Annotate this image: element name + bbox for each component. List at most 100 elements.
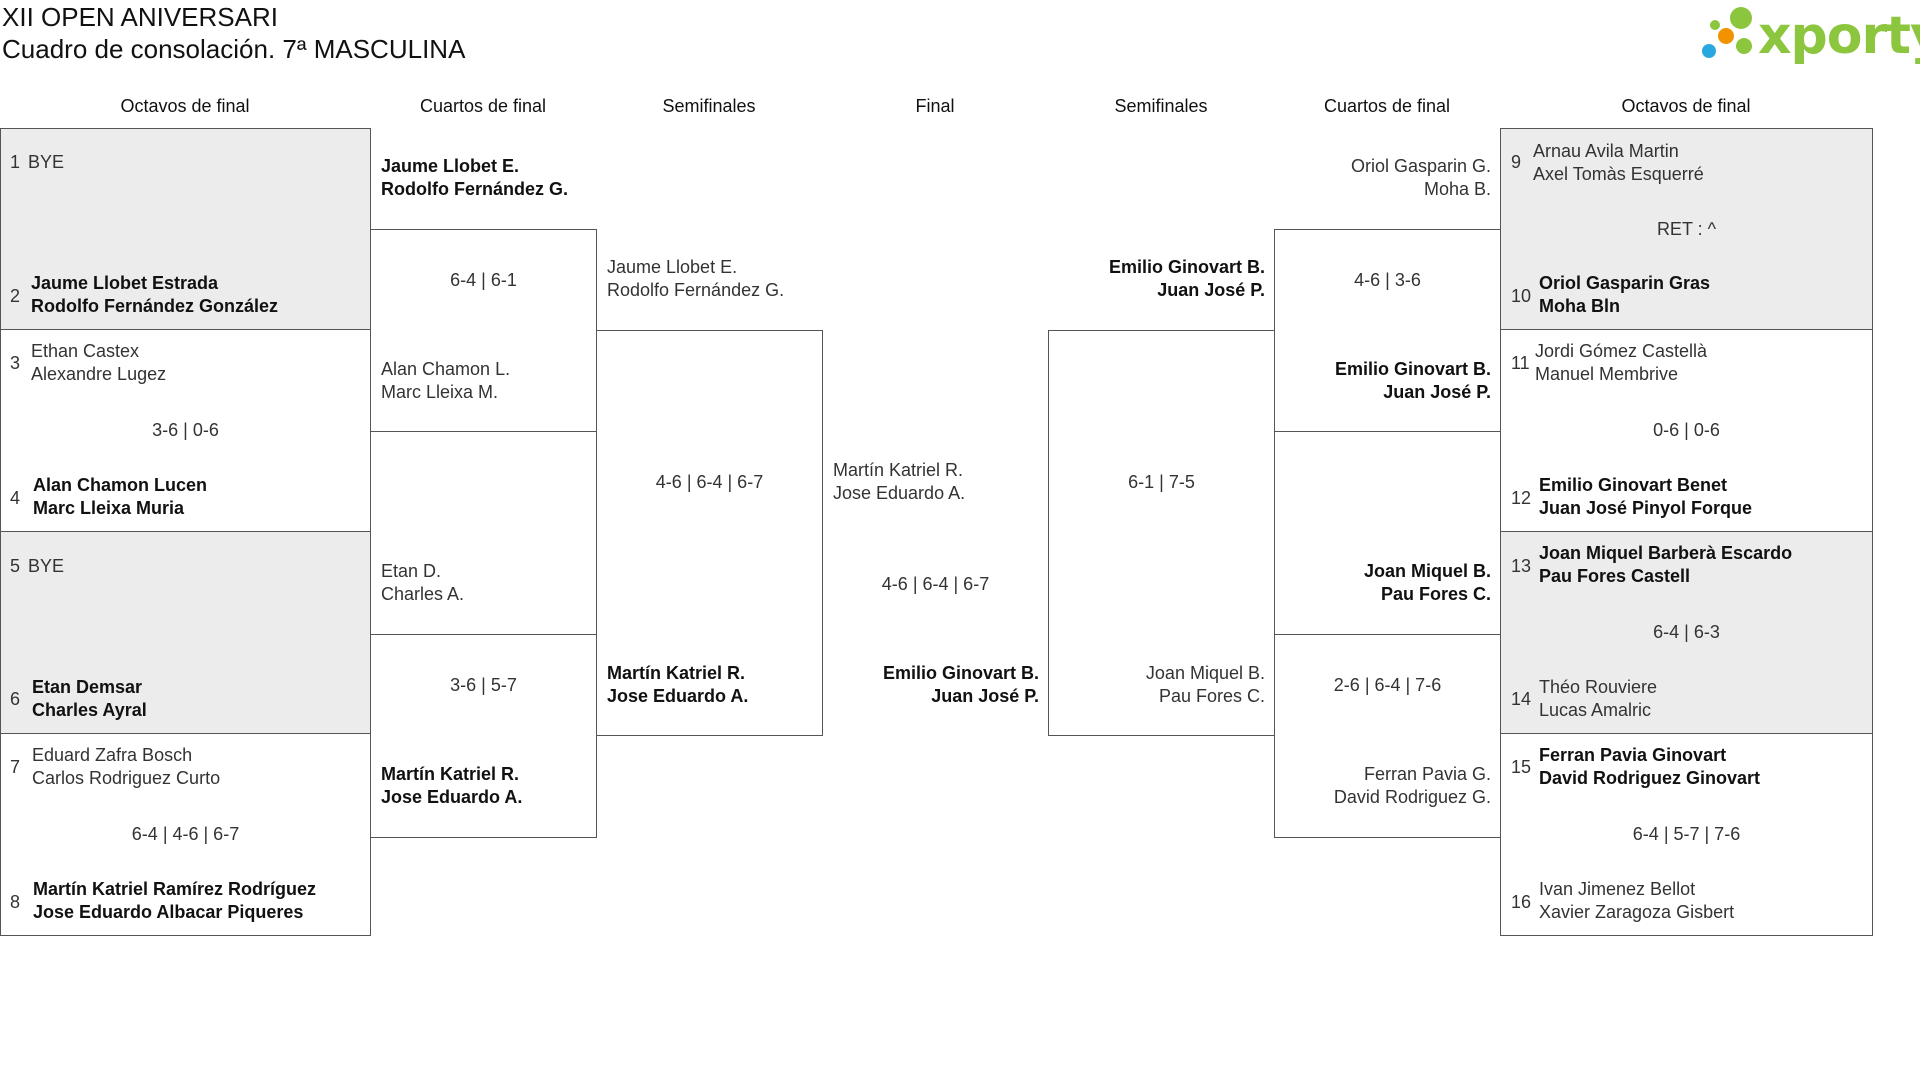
- logo-dot-green-large: [1730, 7, 1752, 29]
- player-name-winner: Moha Bln: [1539, 296, 1620, 316]
- player-name: Moha B.: [1423, 179, 1491, 199]
- col-header-right-r16: Octavos de final: [1621, 96, 1751, 116]
- player-name: BYE: [28, 556, 65, 576]
- player-name-winner: Jaume Llobet E.: [381, 156, 520, 176]
- player-name: Martín Katriel R.: [833, 460, 964, 480]
- seed-number: 8: [10, 892, 21, 912]
- player-name-winner: Emilio Ginovart B.: [1334, 359, 1491, 379]
- col-header-left-qf: Cuartos de final: [419, 96, 547, 116]
- player-name: Charles A.: [381, 584, 465, 604]
- player-name-winner: Juan José P.: [931, 686, 1039, 706]
- player-name: Rodolfo Fernández G.: [607, 280, 785, 300]
- player-name-winner: Joan Miquel B.: [1363, 561, 1491, 581]
- seed-number: 11: [1511, 353, 1530, 373]
- player-name: Xavier Zaragoza Gisbert: [1539, 902, 1735, 922]
- player-name: Manuel Membrive: [1535, 364, 1679, 384]
- seed-number: 15: [1511, 757, 1532, 777]
- match-score: 3-6 | 0-6: [152, 420, 219, 440]
- player-name-winner: Joan Miquel Barberà Escardo: [1539, 543, 1793, 563]
- player-name: David Rodriguez G.: [1333, 787, 1491, 807]
- player-name: Jordi Gómez Castellà: [1535, 341, 1708, 361]
- player-name: Ivan Jimenez Bellot: [1539, 879, 1696, 899]
- match-score: 4-6 | 3-6: [1354, 270, 1421, 290]
- player-name-winner: Martín Katriel R.: [381, 764, 520, 784]
- draw-subtitle: Cuadro de consolación. 7ª MASCULINA: [2, 34, 466, 64]
- player-name: Marc Lleixa M.: [381, 382, 499, 402]
- player-name: Carlos Rodriguez Curto: [32, 768, 221, 788]
- player-name: Alexandre Lugez: [31, 364, 167, 384]
- seed-number: 3: [10, 353, 21, 373]
- player-name-winner: Juan José P.: [1383, 382, 1491, 402]
- player-name: Alan Chamon L.: [381, 359, 511, 379]
- seed-number: 6: [10, 689, 21, 709]
- seed-number: 9: [1511, 152, 1522, 172]
- player-name: Joan Miquel B.: [1145, 663, 1265, 683]
- seed-number: 10: [1511, 286, 1532, 306]
- seed-number: 4: [10, 488, 21, 508]
- col-header-right-qf: Cuartos de final: [1323, 96, 1451, 116]
- seed-number: 1: [10, 152, 21, 172]
- player-name-winner: Ferran Pavia Ginovart: [1539, 745, 1727, 765]
- seed-number: 5: [10, 556, 21, 576]
- player-name: Etan D.: [381, 561, 442, 581]
- match-score: 4-6 | 6-4 | 6-7: [655, 472, 764, 492]
- xporty-logo: xporty: [1696, 4, 1920, 70]
- match-score: 6-1 | 7-5: [1128, 472, 1195, 492]
- player-name: Eduard Zafra Bosch: [32, 745, 193, 765]
- player-name: Axel Tomàs Esquerré: [1533, 164, 1704, 184]
- player-name: Oriol Gasparin G.: [1350, 156, 1491, 176]
- match-box-right-sf: [1048, 330, 1275, 736]
- seed-number: 7: [10, 757, 21, 777]
- player-name-winner: Juan José P.: [1157, 280, 1265, 300]
- match-box-left-r16-1: [0, 128, 371, 330]
- player-name-winner: Emilio Ginovart B.: [882, 663, 1039, 683]
- player-name-winner: Rodolfo Fernández González: [31, 296, 279, 316]
- logo-dot-blue: [1702, 44, 1716, 58]
- seed-number: 14: [1511, 689, 1532, 709]
- player-name-winner: Emilio Ginovart B.: [1108, 257, 1265, 277]
- player-name-winner: Oriol Gasparin Gras: [1539, 273, 1711, 293]
- player-name-winner: Pau Fores C.: [1380, 584, 1491, 604]
- match-box-right-r16-1: [1500, 128, 1873, 330]
- logo-dot-orange: [1718, 28, 1734, 44]
- player-name-winner: Jose Eduardo A.: [607, 686, 749, 706]
- seed-number: 16: [1511, 892, 1532, 912]
- match-score: 6-4 | 6-3: [1653, 622, 1720, 642]
- player-name: Pau Fores C.: [1158, 686, 1265, 706]
- player-name: Théo Rouviere: [1539, 677, 1658, 697]
- match-box-left-sf: [596, 330, 823, 736]
- logo-dot-green-small: [1710, 20, 1720, 30]
- match-box-right-r16-4: [1500, 733, 1873, 936]
- final-score: 4-6 | 6-4 | 6-7: [881, 574, 990, 594]
- match-box-left-qf-2: [370, 634, 597, 838]
- seed-number: 2: [10, 286, 21, 306]
- player-name-winner: Martín Katriel Ramírez Rodríguez: [33, 879, 317, 899]
- player-name: Jose Eduardo A.: [833, 483, 966, 503]
- player-name-winner: David Rodriguez Ginovart: [1539, 768, 1761, 788]
- match-score: 6-4 | 6-1: [450, 270, 517, 290]
- match-score: RET : ^: [1656, 219, 1717, 239]
- col-header-left-sf: Semifinales: [662, 96, 756, 116]
- seed-number: 12: [1511, 488, 1532, 508]
- seed-number: 13: [1511, 556, 1532, 576]
- player-name-winner: Jaume Llobet Estrada: [31, 273, 219, 293]
- player-name-winner: Charles Ayral: [32, 700, 147, 720]
- match-score: 3-6 | 5-7: [450, 675, 517, 695]
- tournament-title: XII OPEN ANIVERSARI: [2, 2, 278, 32]
- player-name-winner: Pau Fores Castell: [1539, 566, 1691, 586]
- player-name-winner: Emilio Ginovart Benet: [1539, 475, 1728, 495]
- player-name-winner: Martín Katriel R.: [607, 663, 746, 683]
- logo-dot-green: [1736, 38, 1752, 54]
- match-score: 0-6 | 0-6: [1653, 420, 1720, 440]
- player-name: Lucas Amalric: [1539, 700, 1652, 720]
- match-score: 6-4 | 4-6 | 6-7: [131, 824, 240, 844]
- player-name-winner: Marc Lleixa Muria: [33, 498, 185, 518]
- player-name-winner: Etan Demsar: [32, 677, 143, 697]
- logo-text: xporty: [1758, 6, 1920, 66]
- player-name-winner: Jose Eduardo Albacar Piqueres: [33, 902, 304, 922]
- player-name: Ferran Pavia G.: [1363, 764, 1491, 784]
- player-name: BYE: [28, 152, 65, 172]
- player-name-winner: Alan Chamon Lucen: [33, 475, 208, 495]
- player-name-winner: Rodolfo Fernández G.: [381, 179, 568, 199]
- player-name: Arnau Avila Martin: [1533, 141, 1679, 161]
